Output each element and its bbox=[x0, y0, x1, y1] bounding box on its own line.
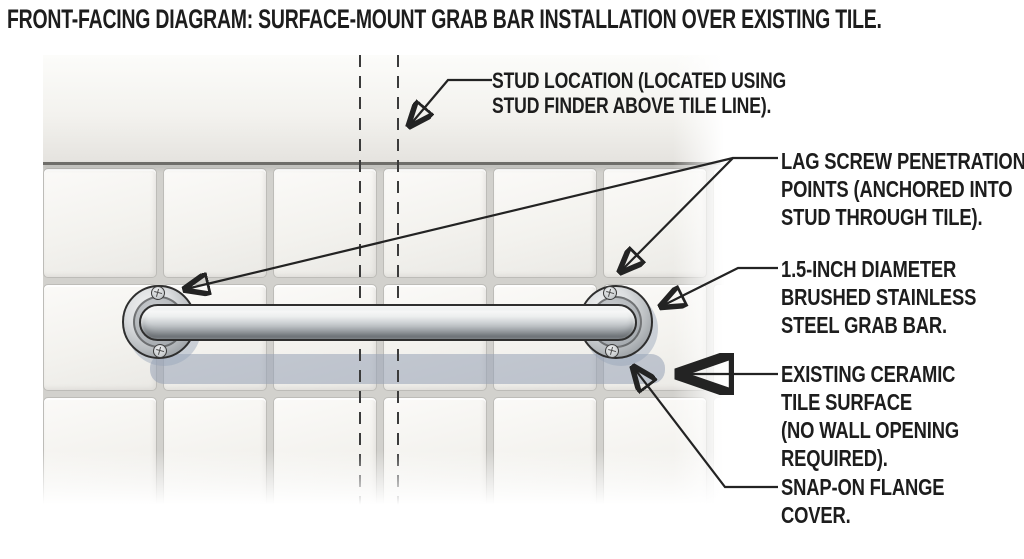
callout-line: TILE SURFACE bbox=[781, 389, 912, 415]
diagram-panel bbox=[43, 55, 735, 512]
callout-line: SNAP-ON FLANGE bbox=[781, 474, 945, 500]
callout-stud-location: STUD LOCATION (LOCATED USING STUD FINDER… bbox=[492, 68, 786, 118]
callout-line: LAG SCREW PENETRATION bbox=[781, 148, 1024, 174]
callout-line: STUD FINDER ABOVE TILE LINE). bbox=[492, 93, 772, 118]
tile bbox=[493, 168, 597, 278]
callout-line: BRUSHED STAINLESS bbox=[781, 284, 977, 310]
diagram-title: FRONT-FACING DIAGRAM: SURFACE-MOUNT GRAB… bbox=[7, 4, 882, 34]
callout-line: COVER. bbox=[781, 502, 851, 528]
bottom-edge-fade bbox=[43, 450, 735, 512]
grab-bar-shadow bbox=[150, 354, 665, 384]
grab-bar bbox=[139, 304, 637, 341]
callout-tile-surface: EXISTING CERAMIC TILE SURFACE (NO WALL O… bbox=[781, 360, 959, 472]
callout-line: STUD THROUGH TILE). bbox=[781, 204, 983, 230]
right-edge-fade bbox=[673, 55, 735, 512]
tile-line bbox=[43, 162, 735, 165]
tile bbox=[273, 168, 377, 278]
callout-line: EXISTING CERAMIC bbox=[781, 361, 956, 387]
stud-dashed-line-left bbox=[359, 55, 362, 507]
tile bbox=[43, 168, 157, 278]
stud-dashed-line-right bbox=[397, 55, 400, 507]
callout-lag-screws: LAG SCREW PENETRATION POINTS (ANCHORED I… bbox=[781, 147, 1024, 231]
callout-line: STUD LOCATION (LOCATED USING bbox=[492, 68, 787, 93]
callout-grab-bar: 1.5-INCH DIAMETER BRUSHED STAINLESS STEE… bbox=[781, 255, 976, 339]
callout-flange-cover: SNAP-ON FLANGE COVER. bbox=[781, 473, 945, 529]
tile bbox=[163, 168, 267, 278]
callout-line: (NO WALL OPENING bbox=[781, 417, 960, 443]
wall-above-tile-line bbox=[43, 55, 735, 165]
callout-line: STEEL GRAB BAR. bbox=[781, 312, 947, 338]
callout-line: REQUIRED). bbox=[781, 445, 888, 471]
callout-line: POINTS (ANCHORED INTO bbox=[781, 176, 1013, 202]
callout-line: 1.5-INCH DIAMETER bbox=[781, 256, 957, 282]
